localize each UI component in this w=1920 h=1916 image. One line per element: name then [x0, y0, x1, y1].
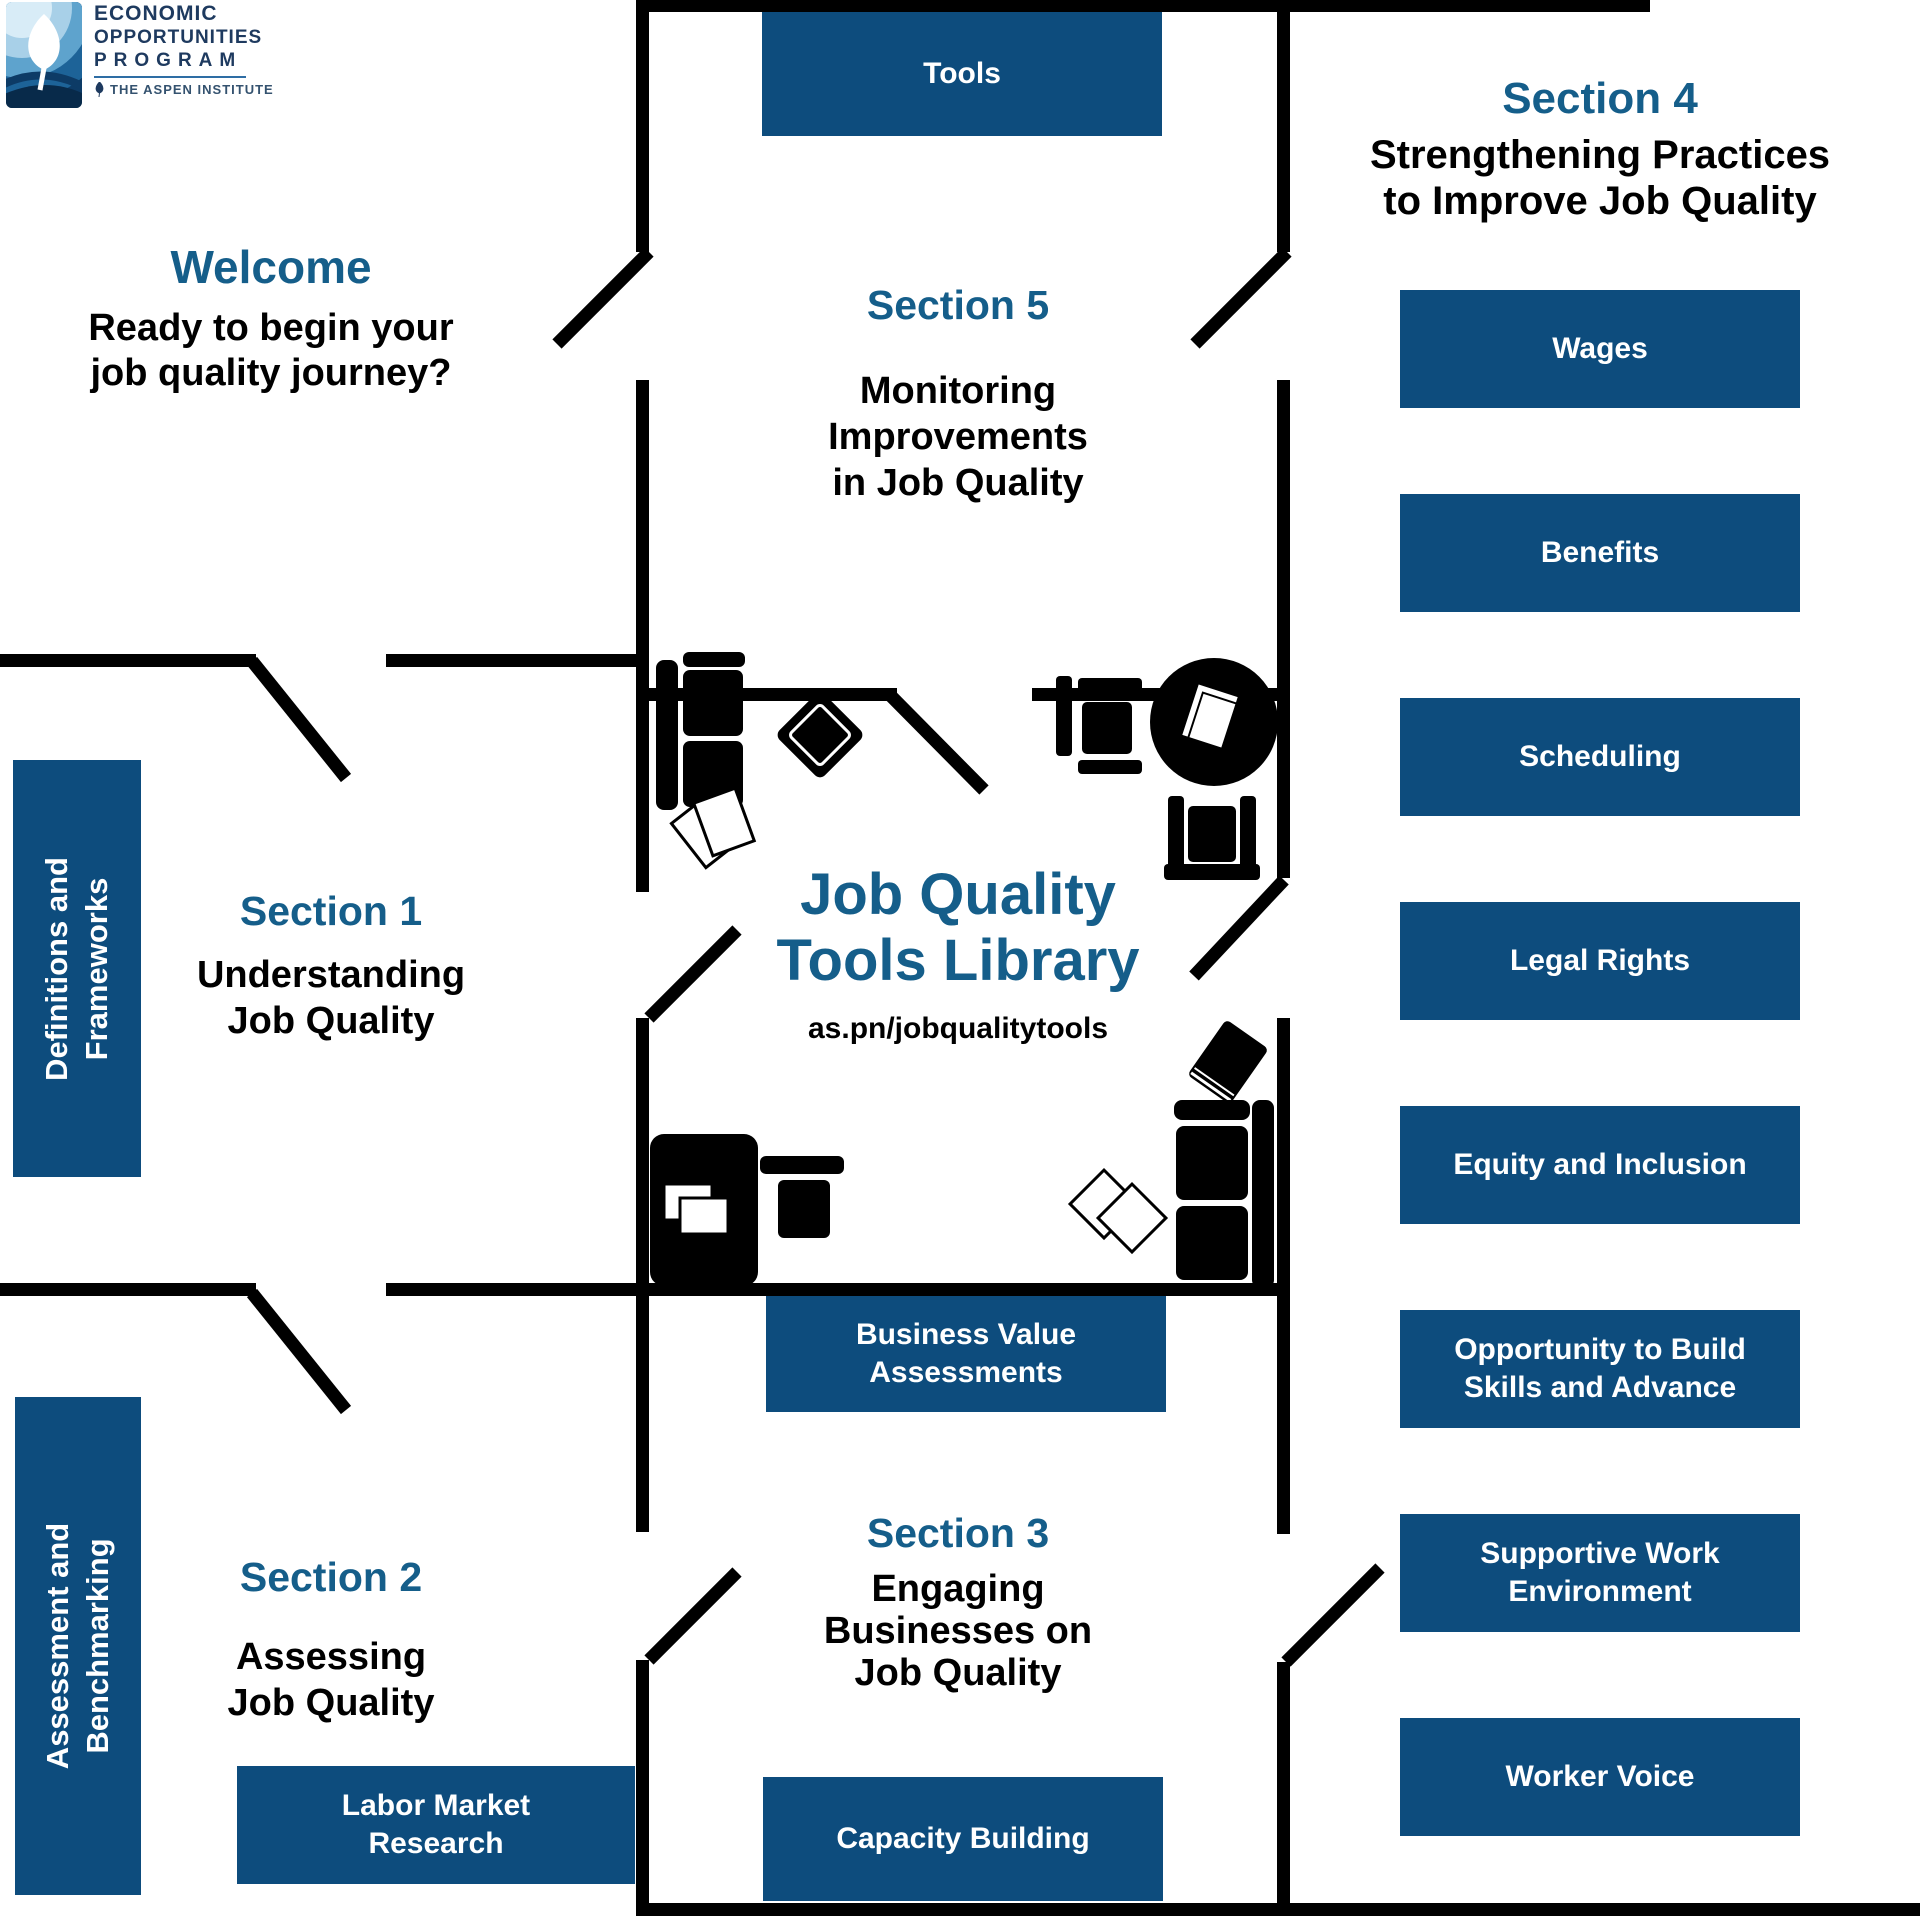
- section4-item-button-benefits[interactable]: Benefits: [1400, 494, 1800, 612]
- eop-logo-mark-icon: [6, 2, 82, 108]
- section2-title: Assessing Job Quality: [131, 1634, 531, 1726]
- eop-logo: ECONOMIC OPPORTUNITIES PROGRAM THE ASPEN…: [6, 2, 326, 112]
- section3-title: Engaging Businesses on Job Quality: [758, 1568, 1158, 1694]
- section5-line1: Monitoring: [859, 370, 1057, 412]
- sofa-top-left-icon: [656, 652, 745, 810]
- section3-line3: Job Quality: [854, 1652, 1062, 1694]
- papers-top-left-icon: [669, 786, 757, 870]
- aspen-leaf-icon: [95, 82, 104, 97]
- definitions-line2: Frameworks: [79, 877, 115, 1060]
- desk-chair-top-right-icon: [1056, 676, 1142, 774]
- section4-label: Section 4: [1502, 74, 1698, 123]
- section4-item-label: Opportunity to Build Skills and Advance: [1454, 1333, 1746, 1404]
- section4-item-label: Benefits: [1540, 536, 1660, 569]
- definitions-and-frameworks-button[interactable]: Definitions and Frameworks: [13, 760, 141, 1177]
- labor-market-research-button[interactable]: Labor Market Research: [237, 1766, 635, 1884]
- lounge-chair-icon: [777, 692, 863, 778]
- section4-item-label: Scheduling: [1519, 740, 1681, 773]
- section1-label: Section 1: [239, 888, 423, 934]
- business-value-assessments-button[interactable]: Business Value Assessments: [766, 1296, 1166, 1412]
- papers-bottom-right-icon: [1067, 1167, 1169, 1255]
- welcome-title: Welcome: [170, 241, 372, 293]
- section4-line1: Strengthening Practices: [1369, 133, 1831, 177]
- library-url: as.pn/jobqualitytools: [807, 1012, 1108, 1045]
- library-title: Job Quality Tools Library: [708, 862, 1208, 994]
- section4-item-button-equity-and-inclusion[interactable]: Equity and Inclusion: [1400, 1106, 1800, 1224]
- section3-line2: Businesses on: [823, 1610, 1093, 1652]
- logo-line-aspen: THE ASPEN INSTITUTE: [94, 82, 274, 97]
- logo-line-economic: ECONOMIC: [94, 2, 218, 25]
- section4-item-button-worker-voice[interactable]: Worker Voice: [1400, 1718, 1800, 1836]
- section4-item-label: Worker Voice: [1505, 1760, 1695, 1793]
- round-table-icon: [1150, 658, 1278, 786]
- section4-title: Strengthening Practices to Improve Job Q…: [1330, 132, 1870, 224]
- section3-label: Section 3: [866, 1510, 1050, 1556]
- section4-item-label: Equity and Inclusion: [1453, 1148, 1747, 1181]
- section5-label: Section 5: [866, 282, 1050, 328]
- assessment-line2: Benchmarking: [80, 1538, 116, 1754]
- library-title-line1: Job Quality: [800, 862, 1116, 927]
- section4-item-button-wages[interactable]: Wages: [1400, 290, 1800, 408]
- tools-button[interactable]: Tools: [762, 12, 1162, 136]
- labor-market-line2: Research: [368, 1827, 504, 1860]
- section4-line2: to Improve Job Quality: [1383, 179, 1817, 223]
- section4-item-button-opportunity-to-build-skills-and-advance[interactable]: Opportunity to Build Skills and Advance: [1400, 1310, 1800, 1428]
- section4-item-button-supportive-work-environment[interactable]: Supportive Work Environment: [1400, 1514, 1800, 1632]
- definitions-line1: Definitions and: [39, 856, 75, 1081]
- section4-item-label: Supportive Work Environment: [1480, 1537, 1720, 1608]
- section1-title: Understanding Job Quality: [131, 952, 531, 1044]
- section5-line3: in Job Quality: [832, 462, 1084, 504]
- business-value-line2: Assessments: [869, 1356, 1063, 1389]
- section4-item-button-legal-rights[interactable]: Legal Rights: [1400, 902, 1800, 1020]
- section1-line1: Understanding: [196, 954, 466, 996]
- chair-below-table-icon: [1164, 796, 1260, 880]
- section5-title: Monitoring Improvements in Job Quality: [758, 368, 1158, 506]
- assessment-and-benchmarking-button[interactable]: Assessment and Benchmarking: [15, 1397, 141, 1895]
- capacity-building-label: Capacity Building: [836, 1822, 1090, 1855]
- section2-line2: Job Quality: [227, 1682, 435, 1724]
- business-value-line1: Business Value: [855, 1318, 1077, 1351]
- assessment-line1: Assessment and: [40, 1522, 76, 1770]
- chair-bottom-left-icon: [760, 1156, 844, 1238]
- logo-line-program: PROGRAM: [94, 50, 243, 71]
- welcome-subtitle: Ready to begin your job quality journey?: [21, 306, 521, 396]
- welcome-subtitle-line2: job quality journey?: [90, 352, 452, 394]
- section4-item-label: Wages: [1552, 332, 1648, 365]
- logo-divider: [94, 76, 246, 78]
- tools-button-label: Tools: [923, 57, 1001, 90]
- section4-item-button-scheduling[interactable]: Scheduling: [1400, 698, 1800, 816]
- library-title-line2: Tools Library: [776, 928, 1140, 993]
- section1-line2: Job Quality: [227, 1000, 435, 1042]
- section2-label: Section 2: [239, 1554, 423, 1600]
- book-icon: [1189, 1021, 1267, 1103]
- door-leaves: [246, 247, 1385, 1667]
- logo-line-opportunities: OPPORTUNITIES: [94, 27, 263, 48]
- capacity-building-button[interactable]: Capacity Building: [763, 1777, 1163, 1901]
- sofa-bottom-right-icon: [1174, 1100, 1274, 1288]
- welcome-subtitle-line1: Ready to begin your: [88, 307, 454, 349]
- section3-line1: Engaging: [871, 1568, 1045, 1610]
- section5-line2: Improvements: [828, 416, 1088, 458]
- labor-market-line1: Labor Market: [341, 1789, 531, 1822]
- desk-bottom-left-icon: [650, 1134, 758, 1286]
- section2-line1: Assessing: [235, 1636, 427, 1678]
- section4-item-label: Legal Rights: [1509, 944, 1690, 977]
